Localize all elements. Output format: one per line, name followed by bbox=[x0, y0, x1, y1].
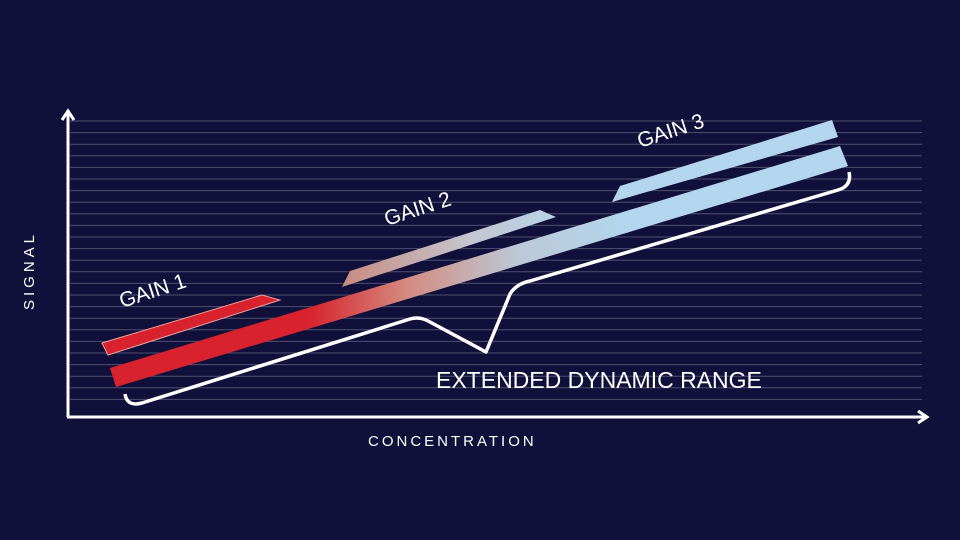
gain2-bar bbox=[342, 210, 556, 287]
gain2-label: GAIN 2 bbox=[381, 188, 454, 231]
gain3-label: GAIN 3 bbox=[634, 110, 707, 153]
extended-range-label: EXTENDED DYNAMIC RANGE bbox=[436, 367, 762, 393]
extended-range-bracket bbox=[123, 171, 852, 406]
axes bbox=[60, 108, 930, 425]
gain1-bar bbox=[101, 294, 282, 356]
x-axis-label: CONCENTRATION bbox=[368, 433, 537, 450]
main-range-bar bbox=[110, 146, 848, 387]
y-axis-label: SIGNAL bbox=[21, 231, 38, 310]
gain3-bar bbox=[612, 120, 838, 202]
